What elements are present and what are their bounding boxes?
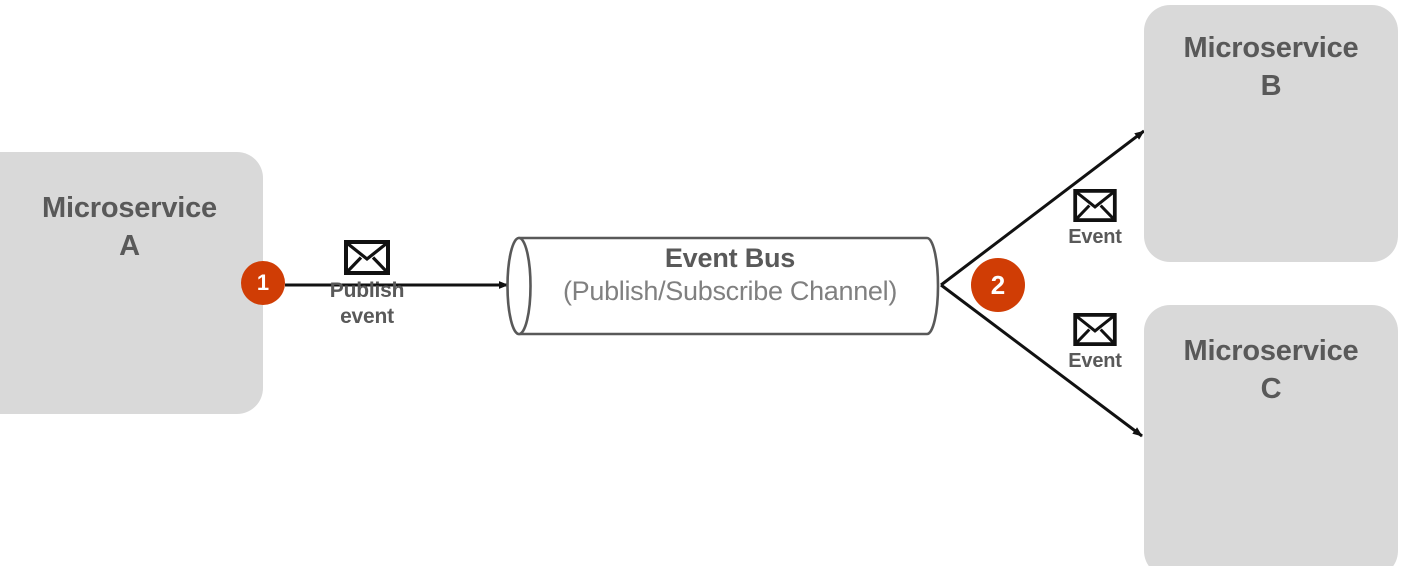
node-microservice-a[interactable]: Microservice A [0,152,263,414]
edge-label-event-b-text: Event [1068,226,1122,248]
edge-label-event-c: Event [1063,313,1127,374]
node-microservice-c-label: Microservice C [1183,335,1359,405]
arrow-to-microservice-c [940,283,1143,438]
node-microservice-b[interactable]: Microservice B [1144,5,1398,262]
edge-label-event-c-text: Event [1068,350,1122,372]
node-microservice-c[interactable]: Microservice C [1144,305,1398,566]
event-bus-cylinder [506,236,940,336]
edge-label-publish: Publish event [310,240,424,331]
node-microservice-b-label: Microservice B [1183,32,1359,102]
step-badge-2: 2 [971,258,1025,312]
envelope-icon [344,240,390,275]
step-badge-1: 1 [241,261,285,305]
envelope-icon [1073,189,1117,222]
envelope-icon [1073,313,1117,346]
step-badge-1-number: 1 [256,270,270,295]
edge-label-publish-text: Publish event [329,279,405,329]
edge-label-event-b: Event [1063,189,1127,250]
node-microservice-a-label: Microservice A [42,192,217,262]
step-badge-2-number: 2 [990,269,1006,300]
arrow-to-microservice-b [940,129,1145,287]
